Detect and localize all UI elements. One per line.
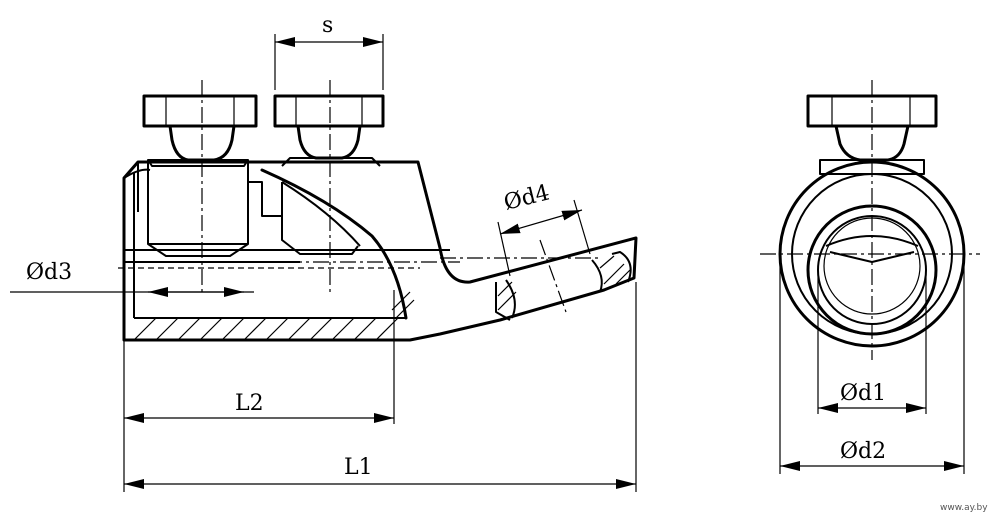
hatched-wall (133, 291, 415, 341)
label-L2: L2 (235, 391, 264, 416)
label-d3: Ød3 (26, 260, 72, 285)
label-s: s (322, 13, 333, 38)
dimension-d1: Ød1 (817, 270, 927, 414)
dimension-d2: Ød2 (779, 254, 965, 474)
side-view: s Ød3 Ød4 L2 L1 (10, 13, 638, 492)
dimension-s: s (274, 13, 384, 90)
dimension-L2: L2 (123, 290, 395, 492)
watermark: www.ay.by (940, 503, 988, 513)
dimension-d3: Ød3 (10, 260, 254, 297)
label-d1: Ød1 (840, 381, 886, 406)
bolt-left (142, 80, 258, 292)
label-L1: L1 (344, 455, 373, 480)
dimension-d4: Ød4 (499, 180, 583, 235)
label-d2: Ød2 (840, 439, 886, 464)
dimension-L1: L1 (124, 282, 637, 492)
palm-hole (440, 199, 632, 321)
bolt-right (273, 80, 385, 292)
connector-body (118, 157, 638, 342)
end-view: Ød1 Ød2 (760, 80, 980, 474)
label-d4: Ød4 (501, 180, 552, 215)
